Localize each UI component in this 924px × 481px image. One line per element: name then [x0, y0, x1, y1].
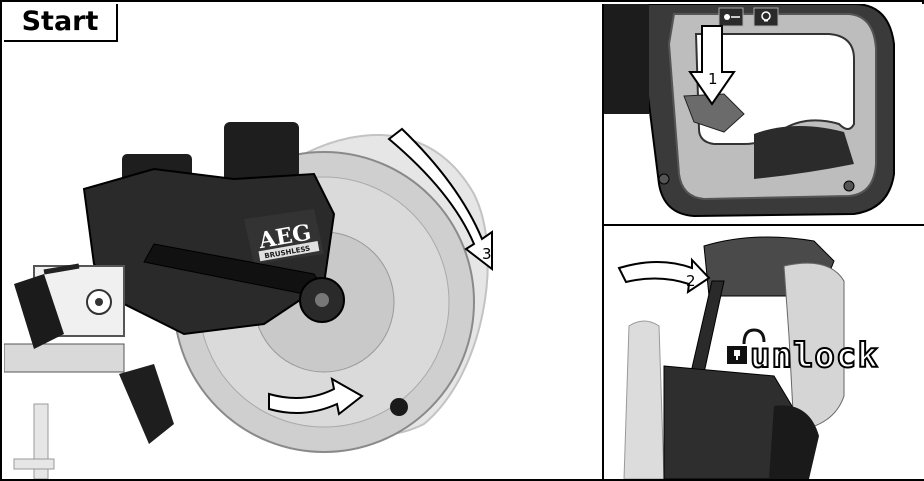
start-label: Start	[4, 4, 118, 42]
main-illustration-panel: Start AEG BRUSHL	[4, 4, 604, 479]
lower-guard-knob	[390, 398, 408, 416]
svg-text:1: 1	[708, 70, 718, 88]
screw	[659, 174, 669, 184]
screw	[844, 181, 854, 191]
saw-rail	[4, 344, 124, 372]
padlock-icon	[727, 346, 747, 364]
light-icon	[754, 8, 778, 26]
miter-saw-illustration: AEG BRUSHLESS	[4, 4, 602, 479]
unlock-illustration: 2 unlock	[604, 226, 924, 479]
blade-guard	[624, 321, 664, 479]
handle-illustration: 1	[604, 4, 924, 224]
unlock-label: unlock	[750, 336, 879, 376]
unlock-detail-panel: 2 unlock	[604, 226, 924, 479]
svg-text:2: 2	[686, 272, 696, 290]
svg-text:3: 3	[482, 245, 492, 263]
lower-handle	[119, 364, 174, 444]
laser-icon	[719, 8, 743, 26]
handle-detail-panel: 1	[604, 4, 924, 226]
